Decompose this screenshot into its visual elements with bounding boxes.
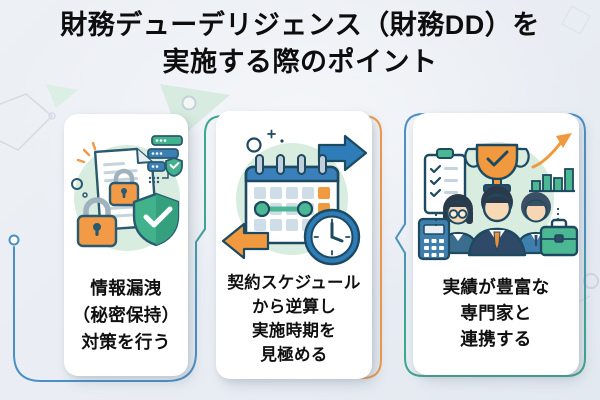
calendar-clock-arrows-illustration (221, 129, 368, 266)
lead-expert-center (467, 186, 527, 257)
card-caption: 実績が豊富な 専門家と 連携する (443, 274, 550, 352)
large-padlock-icon (76, 197, 118, 248)
title-line-1: 財務デューデリジェンス（財務DD）を (60, 10, 540, 40)
experts-trophy-chart-illustration (417, 133, 579, 261)
caption-line: から逆算し (252, 298, 336, 316)
caption-line: 専門家と (460, 303, 532, 323)
bracket-line-right (395, 113, 586, 377)
card-schedule: 契約スケジュール から逆算し 実施時期を 見極める (216, 111, 372, 379)
server-stack-icon (147, 135, 183, 184)
caption-line: 見極める (260, 346, 328, 364)
caption-line: 実績が豊富な (442, 277, 550, 297)
card-caption: 情報漏洩 （秘密保持） 対策を行う (73, 275, 180, 356)
growth-chart-icon (529, 133, 575, 193)
caption-line: 契約スケジュール (227, 274, 361, 292)
small-padlock-icon (108, 168, 140, 207)
caption-line: 情報漏洩 (90, 278, 162, 298)
calendar-icon (244, 154, 340, 245)
caption-line: （秘密保持） (72, 305, 180, 325)
bracket-line-middle (222, 115, 382, 379)
caption-line: 連携する (460, 329, 532, 349)
briefcase-icon (539, 218, 579, 257)
shield-check-icon (132, 192, 180, 247)
card-information-leak: 情報漏洩 （秘密保持） 対策を行う (64, 114, 188, 376)
card-caption: 契約スケジュール から逆算し 実施時期を 見極める (227, 271, 360, 367)
document-padlock-shield-illustration (71, 135, 183, 251)
calculator-icon (417, 217, 451, 261)
caption-line: 対策を行う (81, 332, 171, 352)
bracket-line-left (8, 115, 224, 382)
clock-icon (303, 208, 361, 266)
caption-line: 実施時期を (252, 322, 336, 340)
card-experts: 実績が豊富な 専門家と 連携する (413, 113, 579, 375)
back-arrow-icon (221, 222, 270, 260)
page-title: 財務デューデリジェンス（財務DD）を 実施する際のポイント (0, 7, 600, 81)
title-line-2: 実施する際のポイント (162, 47, 438, 77)
